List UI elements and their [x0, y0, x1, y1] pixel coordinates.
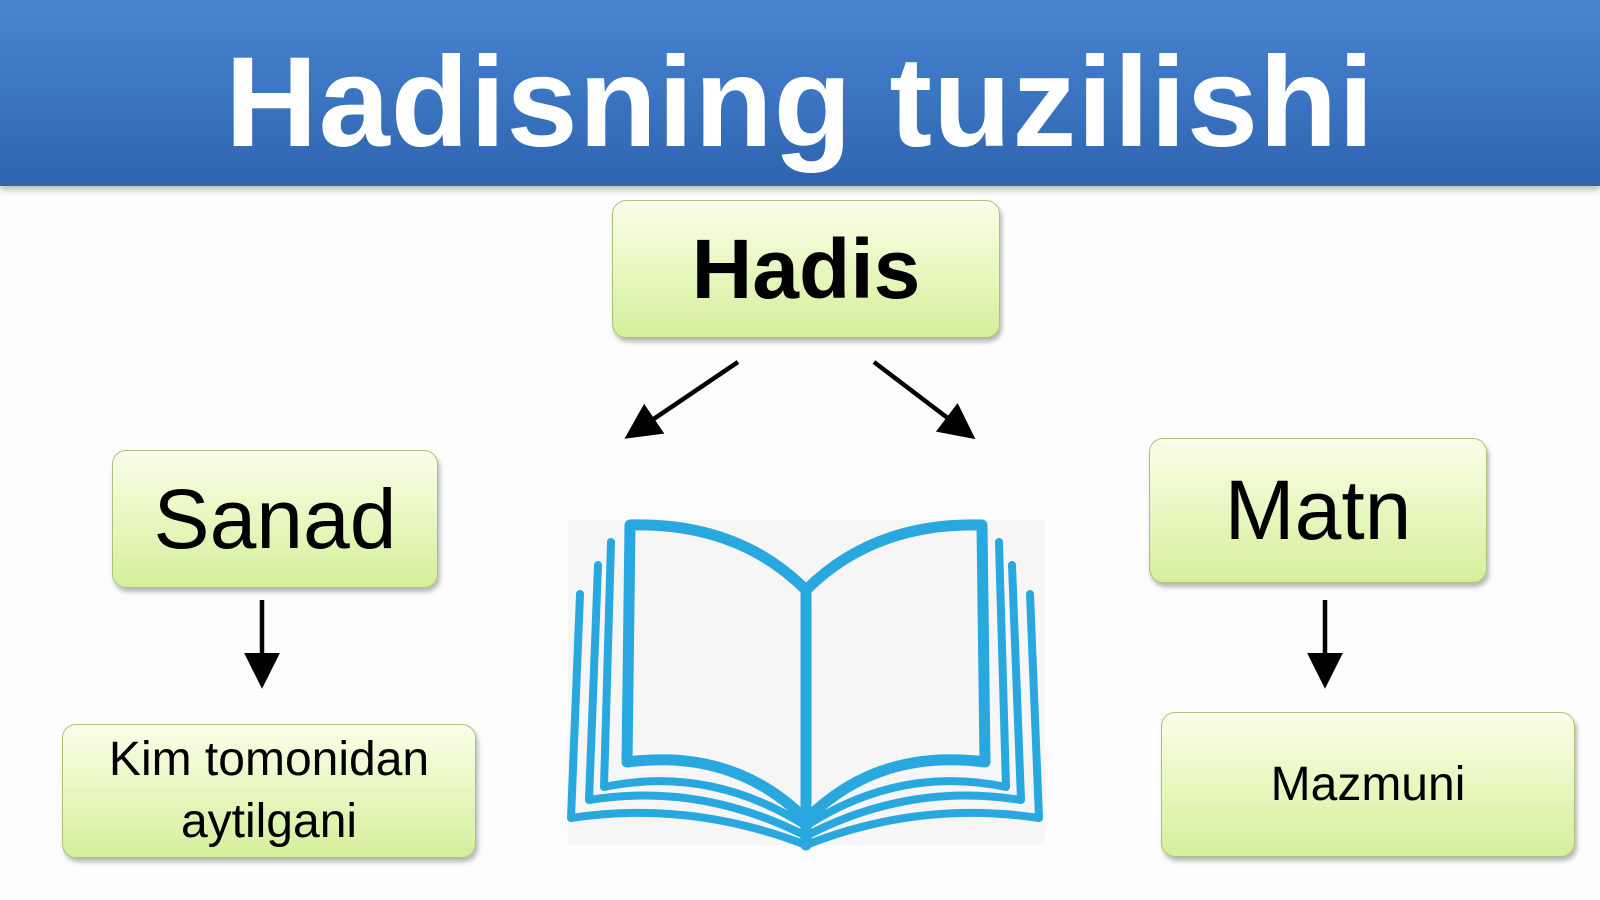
sanad-box: Sanad [112, 450, 438, 588]
sanad-detail-box: Kim tomonidan aytilgani [62, 724, 476, 858]
matn-box: Matn [1149, 438, 1487, 583]
hadis-box: Hadis [612, 200, 1000, 338]
arrow-to-matn [872, 360, 976, 440]
page-title: Hadisning tuzilishi [225, 31, 1375, 174]
matn-detail-box: Mazmuni [1161, 712, 1575, 857]
arrow-to-sanad [624, 360, 740, 439]
open-book-icon [567, 519, 1045, 851]
title-banner: Hadisning tuzilishi [0, 0, 1600, 186]
